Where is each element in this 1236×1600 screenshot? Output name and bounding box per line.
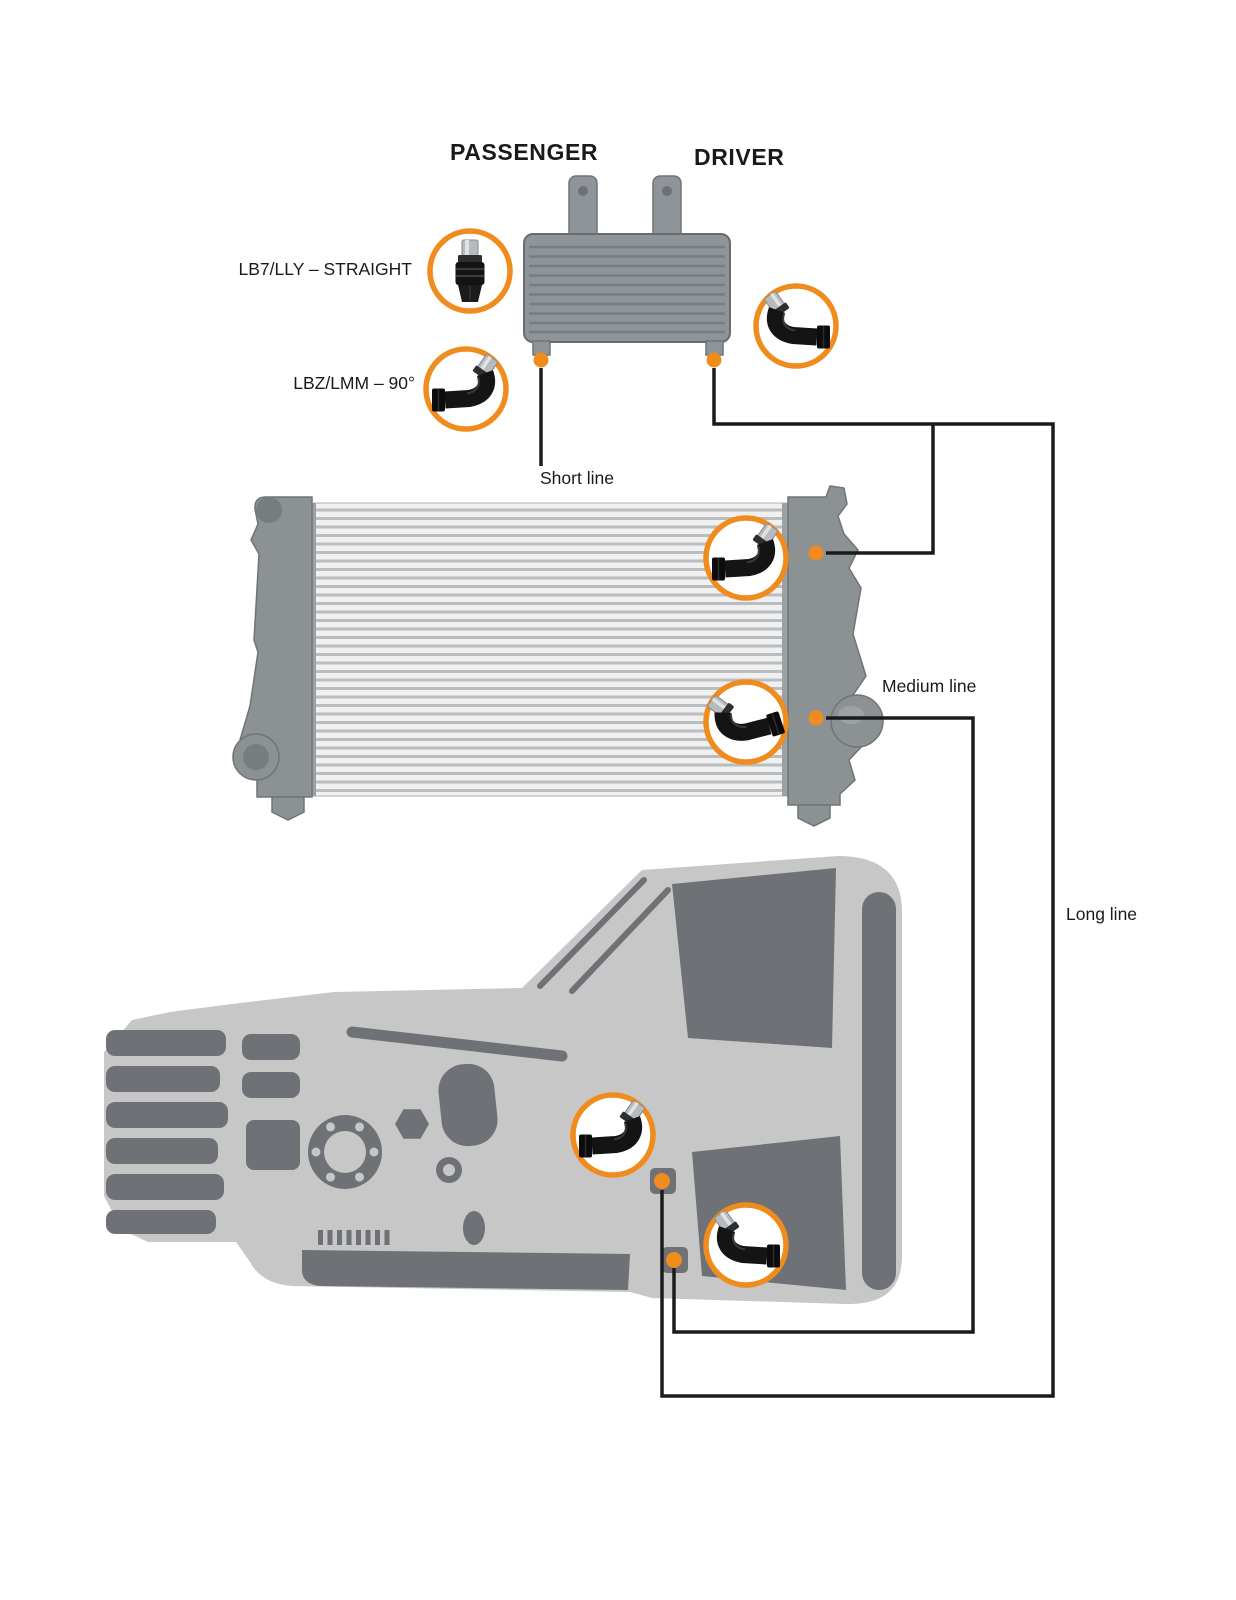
bell-rib: [537, 877, 647, 989]
ports: [533, 352, 824, 1268]
ring-hole: [443, 1164, 455, 1176]
fitting-callout: [703, 518, 789, 601]
short-line-label: Short line: [540, 468, 614, 488]
fitting-callout: [753, 286, 839, 369]
flange-center: [324, 1131, 366, 1173]
fitting-callout: [703, 677, 786, 765]
cooler-body: [523, 233, 731, 343]
long-line-label: Long line: [1066, 904, 1138, 924]
transmission-cooler-graphic: [523, 175, 731, 356]
flange-bolts: [311, 1122, 379, 1182]
transmission-graphic: [104, 856, 902, 1305]
fitting-callout: [423, 349, 509, 432]
fitting-callout: [427, 228, 513, 314]
radiator-foot: [797, 804, 831, 827]
radiator-bracket: [256, 497, 282, 523]
core-edge: [782, 503, 788, 796]
cooler-mount-tab: [652, 175, 682, 241]
radiator-upper-port-dot: [808, 545, 824, 561]
transmission-lower-port-dot: [666, 1252, 682, 1268]
bell-rib: [569, 887, 671, 994]
radiator-fins: [314, 508, 786, 792]
cooler-passenger-port-dot: [533, 352, 549, 368]
medium-line-label: Medium line: [882, 676, 977, 696]
radiator-right-tank: [787, 485, 870, 806]
cooler-driver-port-dot: [706, 352, 722, 368]
elbow-fitting-label: LBZ/LMM – 90°: [293, 373, 415, 393]
mount-hole: [662, 186, 672, 196]
driver-label: DRIVER: [694, 144, 785, 170]
passenger-label: PASSENGER: [450, 139, 599, 165]
radiator-drain-hole: [243, 744, 269, 770]
tail-housing-ribs: [106, 1030, 228, 1234]
radiator-graphic: [232, 485, 884, 827]
cooler-mount-tab: [568, 175, 598, 241]
transmission-body-details: [242, 1026, 630, 1290]
radiator-lower-port-dot: [808, 710, 824, 726]
straight-fitting-label: LB7/LLY – STRAIGHT: [238, 259, 412, 279]
cooler-ribs: [529, 245, 725, 334]
medium-line-path: [672, 716, 975, 1334]
mount-hole: [578, 186, 588, 196]
long-line-path: [660, 368, 1055, 1398]
short-line-branch-path: [826, 424, 935, 555]
core-edge: [310, 503, 316, 796]
radiator-foot: [271, 796, 305, 821]
fitting-callout: [703, 1205, 789, 1288]
fitting-callout: [570, 1095, 656, 1178]
radiator-outlet-highlight: [838, 706, 864, 724]
transmission-upper-port-dot: [654, 1173, 670, 1189]
cooler-lines: [539, 368, 1055, 1398]
